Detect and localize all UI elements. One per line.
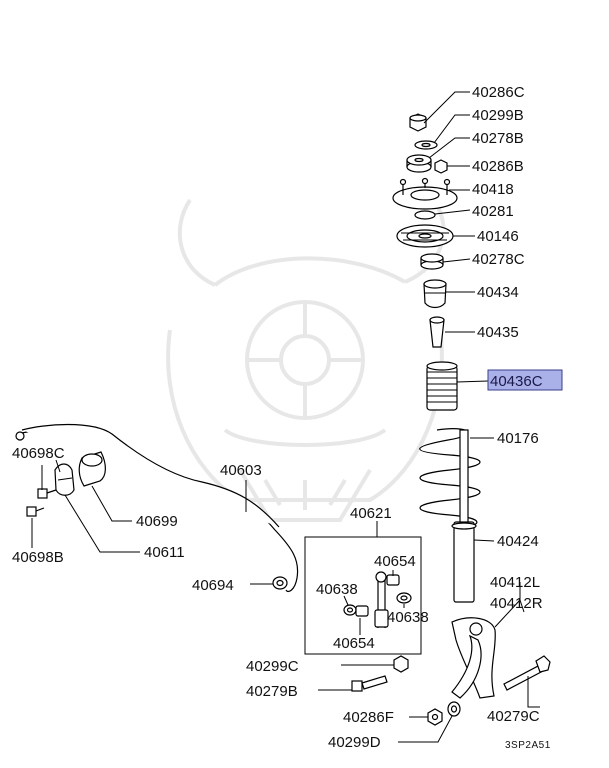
part-label-40638-right[interactable]: 40638 xyxy=(387,609,429,626)
part-label-40424[interactable]: 40424 xyxy=(497,533,539,550)
part-label-40621[interactable]: 40621 xyxy=(350,505,392,522)
strut-40424[interactable] xyxy=(451,429,477,603)
washer-40299d[interactable] xyxy=(447,701,461,717)
watermark-logo xyxy=(166,193,446,522)
bolt-40279b[interactable] xyxy=(351,675,388,692)
nut-40299c[interactable] xyxy=(393,655,409,673)
part-label-40436c[interactable]: 40436C xyxy=(490,373,543,390)
part-label-40286b[interactable]: 40286B xyxy=(472,158,524,175)
bolt-40279c[interactable] xyxy=(503,655,551,691)
bearing-40281[interactable] xyxy=(414,210,436,220)
knuckle-40412[interactable] xyxy=(451,617,496,699)
part-label-40603[interactable]: 40603 xyxy=(220,462,262,479)
bushing-40694[interactable] xyxy=(272,576,288,590)
part-label-40278c[interactable]: 40278C xyxy=(472,251,525,268)
part-label-40299b[interactable]: 40299B xyxy=(472,107,524,124)
part-label-40435[interactable]: 40435 xyxy=(477,324,519,341)
spring-seat-40146[interactable] xyxy=(396,224,454,248)
washer-40638-right[interactable] xyxy=(396,592,412,604)
part-label-40611[interactable]: 40611 xyxy=(144,544,185,561)
leader-lines xyxy=(31,91,540,743)
part-label-40278b[interactable]: 40278B xyxy=(472,130,524,147)
nut-40286f[interactable] xyxy=(427,708,443,726)
part-label-40418[interactable]: 40418 xyxy=(472,181,514,198)
bushing-40699[interactable] xyxy=(78,451,106,487)
part-label-40279c[interactable]: 40279C xyxy=(487,708,540,725)
washer-40638-left[interactable] xyxy=(343,604,357,616)
part-label-40434[interactable]: 40434 xyxy=(477,284,519,301)
bump-stop-40435[interactable] xyxy=(429,316,445,348)
part-label-40176[interactable]: 40176 xyxy=(497,430,539,447)
nut-40286b[interactable] xyxy=(434,159,448,174)
part-label-40286f[interactable]: 40286F xyxy=(343,709,394,726)
part-label-40281[interactable]: 40281 xyxy=(472,203,514,220)
bushing-40278c[interactable] xyxy=(420,253,444,270)
part-label-40694[interactable]: 40694 xyxy=(192,577,234,594)
strut-mount-40418[interactable] xyxy=(392,177,458,210)
bracket-40611[interactable] xyxy=(54,463,75,496)
nut-40286c[interactable] xyxy=(409,113,427,132)
bushing-40278b[interactable] xyxy=(406,154,432,173)
bushing-40654-lower[interactable] xyxy=(355,605,369,617)
part-label-40146[interactable]: 40146 xyxy=(477,228,519,245)
part-label-40299c[interactable]: 40299C xyxy=(246,658,299,675)
bolt-40698b[interactable] xyxy=(26,506,45,517)
bushing-40654-upper[interactable] xyxy=(386,574,400,586)
part-label-40279b[interactable]: 40279B xyxy=(246,683,298,700)
part-label-40299d[interactable]: 40299D xyxy=(328,734,381,751)
part-label-40412l[interactable]: 40412L xyxy=(490,574,540,591)
stabilizer-link-40654[interactable] xyxy=(374,571,389,628)
washer-40299b[interactable] xyxy=(414,140,438,150)
part-label-40654-lower[interactable]: 40654 xyxy=(333,635,375,652)
part-label-40698c[interactable]: 40698C xyxy=(12,445,65,462)
part-highlight-40436c xyxy=(487,369,563,391)
part-label-40286c[interactable]: 40286C xyxy=(472,84,525,101)
part-label-40654-upper[interactable]: 40654 xyxy=(374,553,416,570)
diagram-code: 3SP2A51 xyxy=(505,740,551,751)
part-label-40638-left[interactable]: 40638 xyxy=(316,581,358,598)
coil-spring-40176[interactable] xyxy=(419,428,481,529)
part-label-40698b[interactable]: 40698B xyxy=(12,549,64,566)
bolt-40698c[interactable] xyxy=(37,488,57,499)
dust-boot-40436c[interactable] xyxy=(426,361,458,411)
bump-stop-40434[interactable] xyxy=(423,279,447,309)
part-label-40699[interactable]: 40699 xyxy=(136,513,178,530)
part-label-40412r[interactable]: 40412R xyxy=(490,595,543,612)
